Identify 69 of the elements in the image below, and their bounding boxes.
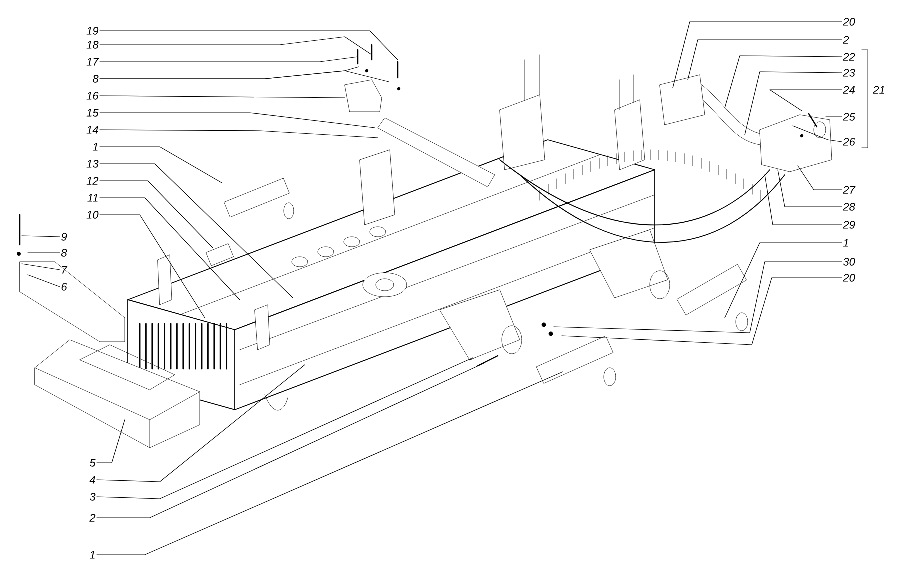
leader-line [744, 72, 842, 136]
leader-line [100, 130, 378, 138]
leader-line [770, 90, 842, 112]
callout-number: 15 [86, 109, 99, 117]
leader-line [100, 198, 240, 300]
callout-number: 11 [88, 194, 98, 202]
leader-line [22, 264, 60, 270]
leader-line [100, 96, 346, 98]
leader-line [100, 214, 206, 318]
leader-line [724, 242, 842, 318]
leader-line [792, 126, 842, 142]
callout-number: 1 [90, 551, 95, 559]
callout-number: 19 [86, 27, 99, 35]
leader-line [562, 278, 842, 346]
callout-number: 1 [92, 143, 98, 151]
callout-number: 29 [843, 221, 856, 229]
callout-number: 4 [90, 476, 96, 484]
callout-number: 7 [62, 266, 68, 274]
callout-number: 3 [90, 493, 96, 501]
callout-number: 8 [62, 249, 68, 257]
leader-line [724, 56, 842, 108]
callout-number: 24 [843, 86, 856, 94]
callout-number: 10 [86, 211, 99, 219]
callout-number: 1 [843, 239, 848, 247]
leader-line [764, 174, 842, 226]
callout-number: 14 [86, 126, 98, 134]
callout-number: 26 [843, 138, 856, 146]
leader-line [100, 112, 376, 128]
leader-line [100, 146, 222, 184]
leader-line [96, 362, 486, 518]
callout-number: 8 [92, 75, 99, 83]
callout-number: 2 [90, 514, 96, 522]
callout-number: 30 [843, 258, 856, 266]
callout-number: 20 [843, 18, 856, 26]
callout-number: 20 [843, 274, 856, 282]
callout-number: 12 [86, 177, 99, 185]
leader-line [28, 274, 60, 288]
callout-number: 28 [843, 203, 856, 211]
callout-number: 5 [90, 459, 96, 467]
leader-line [96, 420, 126, 464]
leader-line [100, 30, 398, 60]
leader-line [100, 180, 214, 248]
leader-line [28, 252, 60, 254]
callout-number: 27 [843, 186, 856, 194]
leader-line [100, 56, 358, 62]
leader-line [554, 262, 842, 334]
leader-line [96, 358, 474, 500]
callout-number: 18 [86, 41, 99, 49]
callout-number: 13 [86, 160, 99, 168]
callout-number: 23 [843, 69, 856, 77]
callout-number: 16 [86, 92, 99, 100]
leader-line [672, 22, 842, 88]
leader-line [100, 36, 372, 56]
callout-number: 25 [843, 113, 856, 121]
leader-line [798, 166, 842, 190]
callout-number: 9 [62, 233, 68, 241]
leader-line [688, 40, 842, 80]
group-number: 21 [873, 86, 884, 94]
callout-number: 6 [62, 283, 68, 291]
leader-line [96, 364, 306, 482]
leader-line [96, 372, 564, 556]
leader-line [100, 70, 390, 82]
leader-line [826, 116, 842, 118]
leader-line [22, 236, 60, 238]
callout-number: 2 [843, 36, 850, 44]
callout-number: 17 [86, 58, 100, 66]
callout-number: 22 [843, 53, 856, 61]
leader-line [778, 170, 842, 208]
leader-line [100, 164, 294, 298]
